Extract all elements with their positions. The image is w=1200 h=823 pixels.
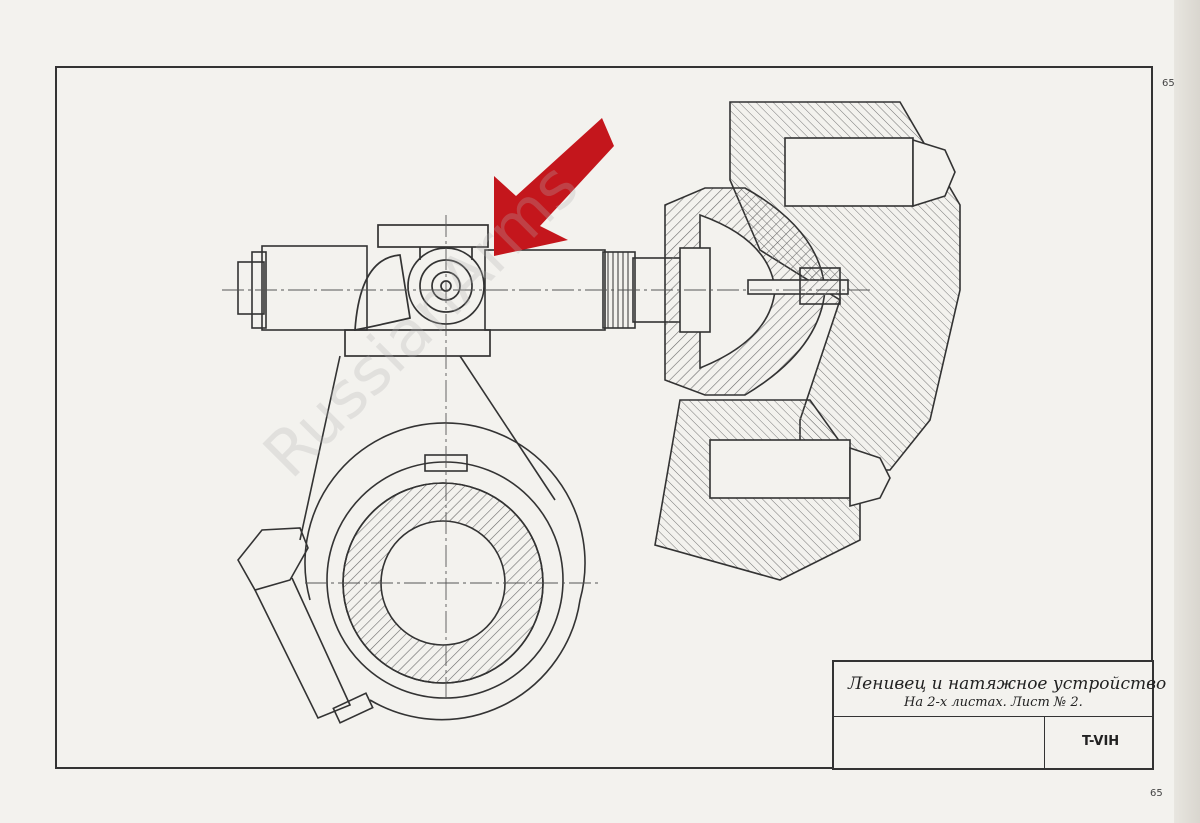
hub-locking-bolt <box>237 527 374 724</box>
title-block-header: Ленивец и натяжное устройство На 2-х лис… <box>834 662 1166 717</box>
page-binding-edge <box>1174 0 1200 823</box>
page-number-top: 65 <box>1162 78 1175 89</box>
eccentric-axle <box>304 422 586 721</box>
page-number-bottom: 65 <box>1150 788 1163 799</box>
drawing-code: T-VIH <box>1082 734 1120 749</box>
drawing-subtitle: На 2-х листах. Лист № 2. <box>904 695 1083 710</box>
title-block: Ленивец и натяжное устройство На 2-х лис… <box>832 660 1166 770</box>
arrow-pointer-icon <box>494 118 614 256</box>
title-block-empty-cell <box>834 716 1045 768</box>
center-lines <box>222 215 870 700</box>
drawing-title: Ленивец и натяжное устройство <box>848 674 1167 694</box>
tension-rod <box>237 245 682 331</box>
drawing-frame <box>55 66 1153 769</box>
